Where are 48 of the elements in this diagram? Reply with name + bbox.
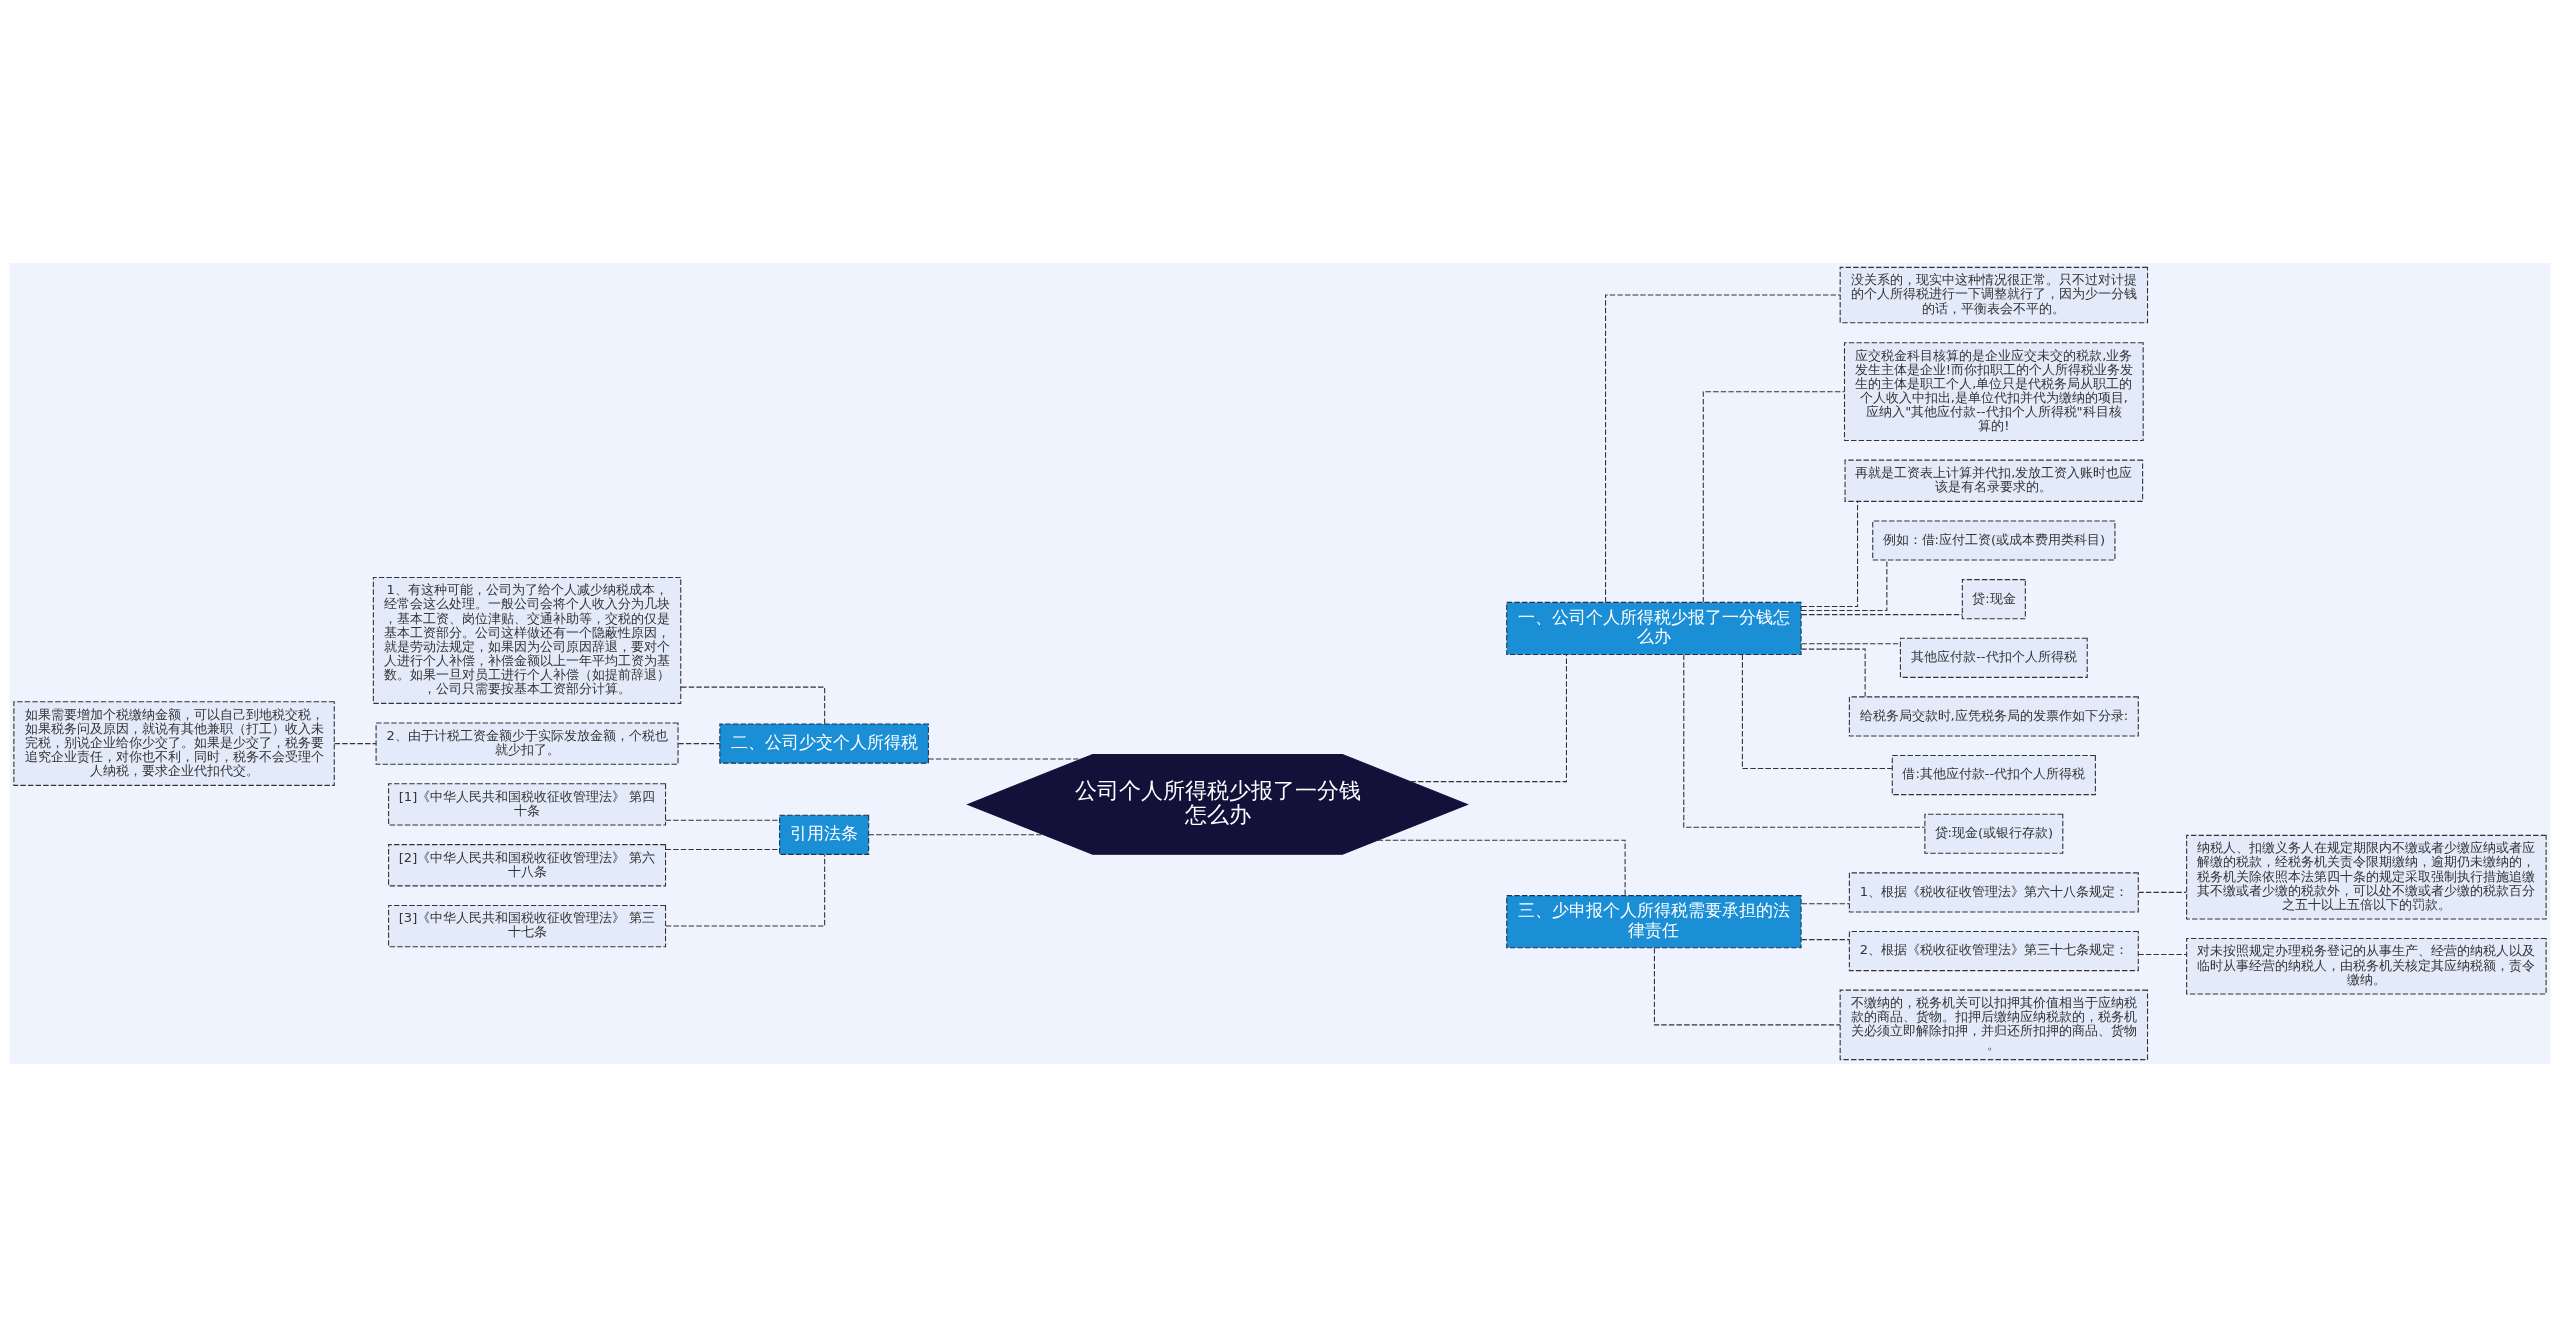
connector [1800, 559, 1888, 611]
connector [680, 686, 826, 724]
connector [1741, 653, 1893, 769]
node-box: 1、有这种可能，公司为了给个人减少纳税成本，经常会这么处理。一般公司会将个人收入分为几块，基本工资、岗位津贴、交通补助等，交税的仅是基本工资部分。公司这样做还有一个隐蔽性原因，就是劳动法规定，如果因为公司原因辞退，要对个人进行个人补偿，补偿金额以上一年平均工资为基数。如果一旦对员工进行个人补偿（如提前辞退），公司只需要按基本工资部分计算。 [372, 576, 682, 704]
node-box: 例如：借:应付工资(或成本费用类科目) [1872, 519, 2116, 561]
connector [665, 819, 780, 821]
connector [665, 853, 826, 927]
connector [1800, 902, 1850, 904]
connector [1409, 653, 1567, 782]
node-box: 如果需要增加个税缴纳金额，可以自己到地税交税，如果税务问及原因，就说有其他兼职（打工）收入未完税，别说企业给你少交了。如果是少交了，税务要追究企业责任，对你也不利，同时，税务不会受理个人纳税，要求企业代扣代交。 [13, 700, 335, 786]
node-box: 纳税人、扣缴义务人在规定期限内不缴或者少缴应纳或者应解缴的税款，经税务机关责令限期缴纳，逾期仍未缴纳的，税务机关除依照本法第四十条的规定采取强制执行措施追缴其不缴或者少缴的税款外，可以处不缴或者少缴的税款百分之五十以上五倍以下的罚款。 [2186, 834, 2547, 920]
node-box: 不缴纳的，税务机关可以扣押其价值相当于应纳税款的商品、货物。扣押后缴纳应纳税款的，税务机关必须立即解除扣押，并归还所扣押的商品、货物。 [1839, 989, 2149, 1060]
node-box: 给税务局交款时,应凭税务局的发票作如下分录: [1848, 695, 2139, 737]
connector [2137, 953, 2187, 955]
connector [1800, 648, 1866, 697]
connector [1800, 613, 1963, 615]
connector [334, 742, 377, 744]
connector [665, 848, 780, 850]
node-box: 贷:现金 [1961, 578, 2026, 619]
node-box: 2、由于计税工资金额少于实际发放金额，个税也就少扣了。 [375, 721, 679, 765]
connector [1800, 642, 1901, 644]
node-box: 引用法条 [779, 814, 870, 855]
node-box: 1、根据《税收征收管理法》第六十八条规定： [1848, 871, 2139, 912]
node-box: 2、根据《税收征收管理法》第三十七条规定： [1848, 930, 2139, 971]
node-box: 二、公司少交个人所得税 [719, 723, 929, 764]
node-box: 贷:现金(或银行存款) [1924, 813, 2064, 854]
connector [1702, 390, 1845, 603]
connector [1605, 294, 1841, 603]
connector [1683, 653, 1926, 828]
connector [2137, 891, 2187, 893]
connector [1653, 947, 1841, 1025]
node-box: 再就是工资表上计算并代扣,发放工资入账时也应该是有名录要求的。 [1844, 459, 2144, 502]
connector [927, 757, 1083, 759]
node-box: [3]《中华人民共和国税收征收管理法》 第三十七条 [388, 904, 667, 947]
node-box: 借:其他应付款--代扣个人所得税 [1891, 754, 2096, 795]
node-box: 应交税金科目核算的是企业应交未交的税款,业务发生主体是企业!而你扣职工的个人所得税业务发生的主体是职工个人,单位只是代税务局从职工的个人收入中扣出,是单位代扣并代为缴纳的项目,应纳入"其他应付款--代扣个人所得税"科目核算的! [1843, 341, 2144, 441]
connector [1800, 500, 1859, 607]
node-box: 一、公司个人所得税少报了一分钱怎么办 [1506, 601, 1802, 655]
node-box: 其他应付款--代扣个人所得税 [1899, 637, 2088, 678]
connector [1800, 938, 1850, 940]
node-box: 对未按照规定办理税务登记的从事生产、经营的纳税人以及临时从事经营的纳税人，由税务机关核定其应纳税额，责令缴纳。 [2186, 937, 2547, 994]
node-box: [2]《中华人民共和国税收征收管理法》 第六十八条 [388, 843, 667, 886]
node-box: [1]《中华人民共和国税收征收管理法》 第四十条 [388, 782, 667, 826]
connector [1377, 839, 1626, 896]
connector [677, 742, 721, 744]
node-box: 没关系的，现实中这种情况很正常。只不过对计提的个人所得税进行一下调整就行了，因为少一分钱的话，平衡表会不平的。 [1839, 266, 2149, 323]
connector [868, 833, 1044, 835]
node-box: 三、少申报个人所得税需要承担的法律责任 [1506, 894, 1802, 948]
